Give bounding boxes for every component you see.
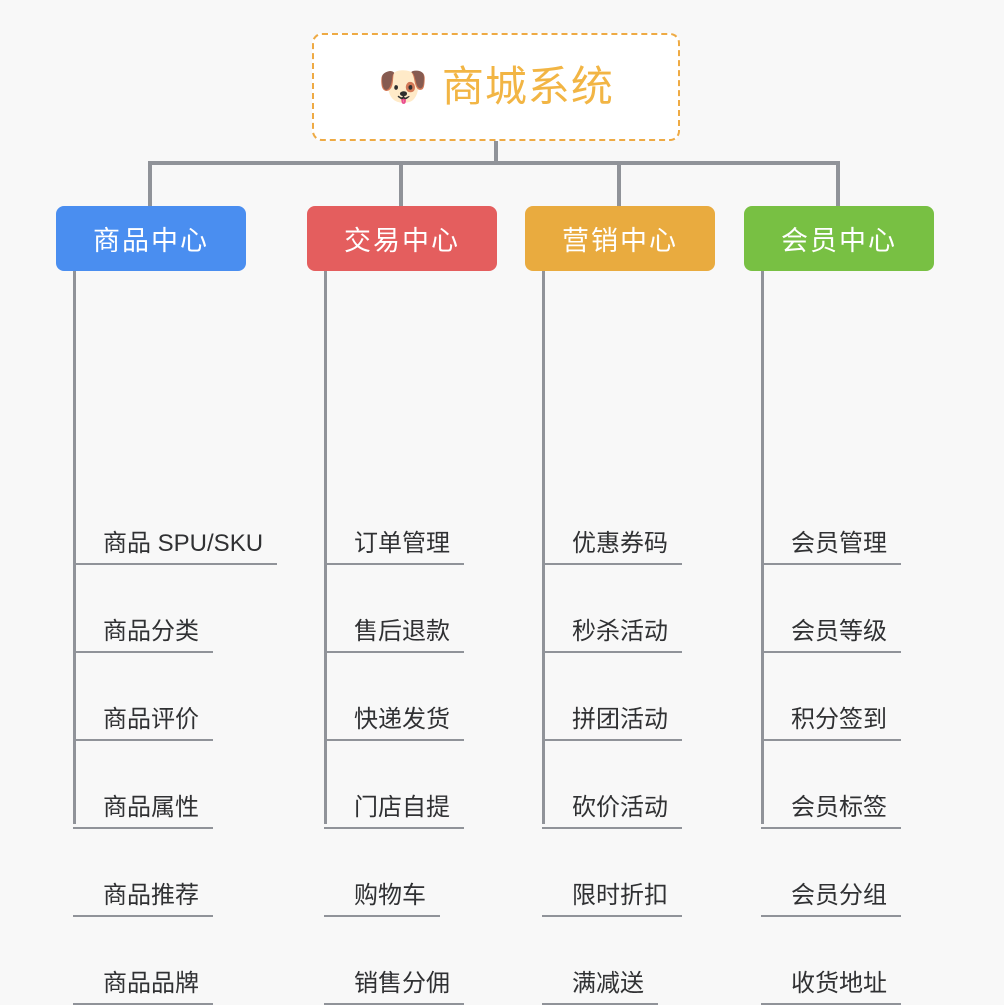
category-header-product[interactable]: 商品中心 xyxy=(56,206,246,271)
leaf-label: 限时折扣 xyxy=(542,881,682,917)
list-item[interactable]: 满减送 xyxy=(542,917,765,1005)
list-item[interactable]: 收货地址 xyxy=(761,917,984,1005)
leaf-label: 满减送 xyxy=(542,969,658,1005)
leaf-list-product: 商品 SPU/SKU 商品分类 商品评价 商品属性 商品推荐 商品品牌 xyxy=(56,477,296,1005)
leaf-label: 会员分组 xyxy=(761,881,901,917)
list-item[interactable]: 门店自提 xyxy=(324,741,547,829)
branch-spine-2 xyxy=(324,271,327,824)
leaf-label: 商品分类 xyxy=(73,617,213,653)
root-title: 商城系统 xyxy=(441,63,614,110)
leaf-label: 商品属性 xyxy=(73,793,213,829)
leaf-label: 会员管理 xyxy=(761,529,901,565)
connector-drop-1 xyxy=(148,161,152,206)
dog-face-icon: 🐶 xyxy=(378,65,428,109)
list-item[interactable]: 会员分组 xyxy=(761,829,984,917)
list-item[interactable]: 购物车 xyxy=(324,829,547,917)
list-item[interactable]: 商品评价 xyxy=(73,653,296,741)
leaf-label: 砍价活动 xyxy=(542,793,682,829)
category-column-trade: 交易中心 订单管理 售后退款 快递发货 门店自提 购物车 销售分佣 xyxy=(307,206,547,1005)
leaf-label: 秒杀活动 xyxy=(542,617,682,653)
leaf-label: 商品 SPU/SKU xyxy=(73,529,278,565)
leaf-label: 收货地址 xyxy=(761,969,901,1005)
leaf-list-marketing: 优惠券码 秒杀活动 拼团活动 砍价活动 限时折扣 满减送 xyxy=(525,477,765,1005)
root-node[interactable]: 🐶 商城系统 xyxy=(312,33,680,141)
leaf-label: 会员等级 xyxy=(761,617,901,653)
category-column-product: 商品中心 商品 SPU/SKU 商品分类 商品评价 商品属性 商品推荐 商品品牌 xyxy=(56,206,296,1005)
mindmap-canvas: 🐶 商城系统 商品中心 商品 SPU/SKU 商品分类 商品评价 商品属性 商品… xyxy=(56,33,984,1005)
leaf-label: 门店自提 xyxy=(324,793,464,829)
list-item[interactable]: 会员管理 xyxy=(761,477,984,565)
list-item[interactable]: 会员标签 xyxy=(761,741,984,829)
connector-drop-4 xyxy=(836,161,840,206)
leaf-list-trade: 订单管理 售后退款 快递发货 门店自提 购物车 销售分佣 xyxy=(307,477,547,1005)
leaf-label: 会员标签 xyxy=(761,793,901,829)
list-item[interactable]: 商品 SPU/SKU xyxy=(73,477,296,565)
list-item[interactable]: 商品品牌 xyxy=(73,917,296,1005)
list-item[interactable]: 订单管理 xyxy=(324,477,547,565)
list-item[interactable]: 售后退款 xyxy=(324,565,547,653)
category-header-trade[interactable]: 交易中心 xyxy=(307,206,497,271)
list-item[interactable]: 秒杀活动 xyxy=(542,565,765,653)
category-column-marketing: 营销中心 优惠券码 秒杀活动 拼团活动 砍价活动 限时折扣 满减送 xyxy=(525,206,765,1005)
list-item[interactable]: 积分签到 xyxy=(761,653,984,741)
list-item[interactable]: 销售分佣 xyxy=(324,917,547,1005)
list-item[interactable]: 优惠券码 xyxy=(542,477,765,565)
leaf-label: 售后退款 xyxy=(324,617,464,653)
connector-drop-2 xyxy=(399,161,403,206)
list-item[interactable]: 商品属性 xyxy=(73,741,296,829)
leaf-label: 销售分佣 xyxy=(324,969,464,1005)
leaf-label: 积分签到 xyxy=(761,705,901,741)
leaf-label: 快递发货 xyxy=(324,705,464,741)
leaf-list-member: 会员管理 会员等级 积分签到 会员标签 会员分组 收货地址 xyxy=(744,477,984,1005)
branch-spine-4 xyxy=(761,271,764,824)
category-header-marketing[interactable]: 营销中心 xyxy=(525,206,715,271)
category-header-member[interactable]: 会员中心 xyxy=(744,206,934,271)
leaf-label: 商品品牌 xyxy=(73,969,213,1005)
leaf-label: 商品推荐 xyxy=(73,881,213,917)
list-item[interactable]: 限时折扣 xyxy=(542,829,765,917)
list-item[interactable]: 砍价活动 xyxy=(542,741,765,829)
connector-horizontal-bar xyxy=(148,161,836,165)
list-item[interactable]: 拼团活动 xyxy=(542,653,765,741)
list-item[interactable]: 商品分类 xyxy=(73,565,296,653)
connector-drop-3 xyxy=(617,161,621,206)
branch-spine-1 xyxy=(73,271,76,824)
list-item[interactable]: 会员等级 xyxy=(761,565,984,653)
branch-spine-3 xyxy=(542,271,545,824)
leaf-label: 拼团活动 xyxy=(542,705,682,741)
leaf-label: 订单管理 xyxy=(324,529,464,565)
leaf-label: 商品评价 xyxy=(73,705,213,741)
list-item[interactable]: 商品推荐 xyxy=(73,829,296,917)
leaf-label: 优惠券码 xyxy=(542,529,682,565)
category-column-member: 会员中心 会员管理 会员等级 积分签到 会员标签 会员分组 收货地址 xyxy=(744,206,984,1005)
connector-root-stem xyxy=(494,141,498,163)
list-item[interactable]: 快递发货 xyxy=(324,653,547,741)
leaf-label: 购物车 xyxy=(324,881,440,917)
